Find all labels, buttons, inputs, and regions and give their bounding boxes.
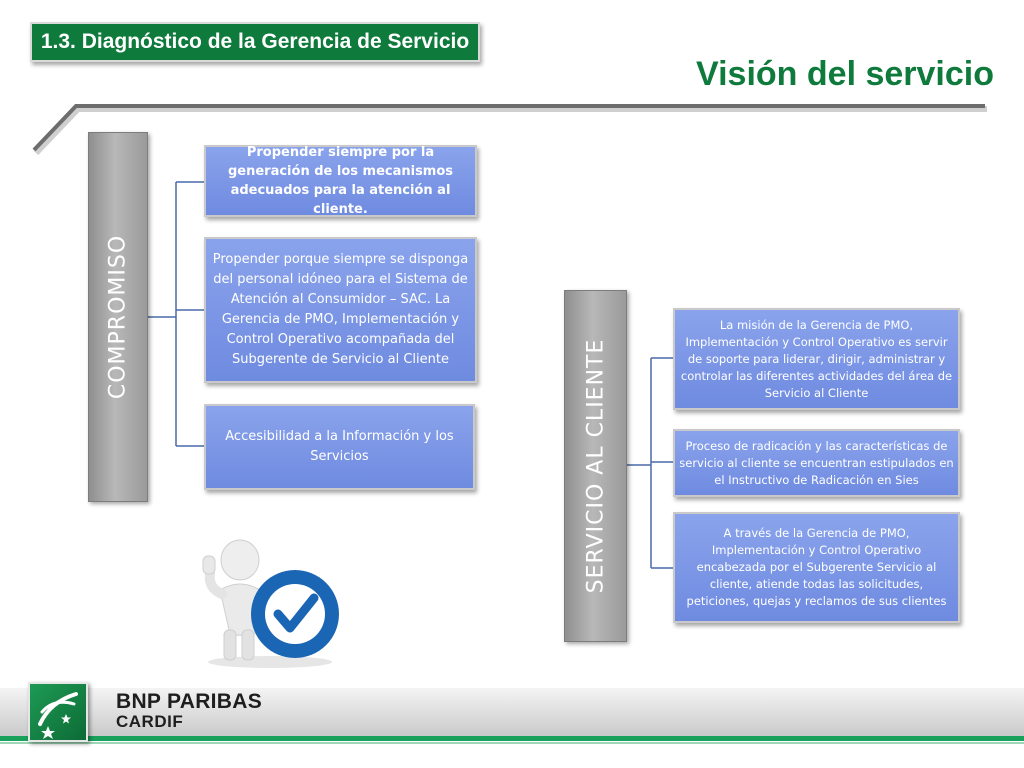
bnp-logo-icon xyxy=(28,682,88,742)
section-label: 1.3. Diagnóstico de la Gerencia de Servi… xyxy=(40,30,470,53)
servicio-bar: SERVICIO AL CLIENTE xyxy=(564,290,627,642)
footer-light-stripe xyxy=(0,742,1024,744)
compromiso-item-3: Accesibilidad a la Información y los Ser… xyxy=(204,404,475,490)
brand-name: BNP PARIBAS xyxy=(116,690,263,713)
compromiso-label: COMPROMISO xyxy=(105,234,131,400)
page-title: Visión del servicio xyxy=(696,55,994,93)
servicio-item-2: Proceso de radicación y las característi… xyxy=(673,429,960,497)
satisfaction-illustration xyxy=(202,539,339,668)
compromiso-bar: COMPROMISO xyxy=(88,132,148,502)
section-tag: 1.3. Diagnóstico de la Gerencia de Servi… xyxy=(30,22,480,62)
footer-green-stripe xyxy=(0,736,1024,741)
stars-icon xyxy=(38,692,78,739)
brand-subname: CARDIF xyxy=(116,712,184,731)
servicio-label: SERVICIO AL CLIENTE xyxy=(583,338,608,594)
footer-band xyxy=(0,688,1024,738)
servicio-item-3: A través de la Gerencia de PMO, Implemen… xyxy=(673,512,960,623)
servicio-item-1: La misión de la Gerencia de PMO, Impleme… xyxy=(673,308,960,410)
compromiso-item-1: Propender siempre por la generación de l… xyxy=(204,145,477,217)
compromiso-item-2: Propender porque siempre se disponga del… xyxy=(204,237,477,383)
